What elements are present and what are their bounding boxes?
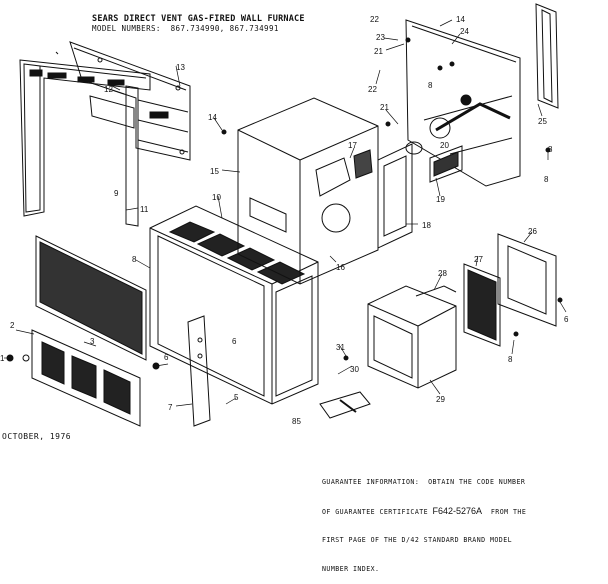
callout-5: 5	[234, 393, 239, 402]
part-18-flue-panel	[377, 143, 413, 249]
guarantee-line-1: GUARANTEE INFORMATION: OBTAIN THE CODE N…	[322, 478, 526, 486]
guarantee-line-2: OF GUARANTEE CERTIFICATE F642-5276A FROM…	[322, 505, 527, 518]
publication-date: OCTOBER, 1976	[2, 432, 72, 441]
callout-7: 7	[168, 403, 173, 412]
part-13-back-plate	[69, 41, 191, 161]
callout-22a: 22	[370, 15, 379, 24]
hardware-screws	[6, 37, 563, 370]
callout-17: 17	[348, 141, 357, 150]
guarantee-information: GUARANTEE INFORMATION: OBTAIN THE CODE N…	[322, 459, 526, 584]
callout-14b: 14	[456, 15, 465, 24]
guarantee-line-2-pre: OF GUARANTEE CERTIFICATE	[322, 507, 433, 516]
part-9-front-grille	[35, 235, 147, 361]
callout-3: 3	[90, 337, 95, 346]
callout-11: 11	[140, 205, 149, 214]
guarantee-line-4: NUMBER INDEX.	[322, 564, 380, 573]
part-24-back-panel	[405, 19, 521, 187]
part-27-filter	[463, 263, 501, 347]
part-25-bracket	[535, 3, 559, 109]
diagram-title: SEARS DIRECT VENT GAS-FIRED WALL FURNACE	[92, 14, 305, 24]
callout-24: 24	[460, 27, 469, 36]
guarantee-code: F642-5276A	[432, 505, 483, 516]
callout-31: 31	[336, 343, 345, 352]
exploded-parts-diagram: 1 2 3 8 6 7 10 11 12 13 14 15 16 17 18 1…	[0, 3, 569, 427]
part-10-cabinet	[149, 205, 319, 405]
callout-15: 15	[210, 167, 219, 176]
part-29-blower-box	[367, 285, 457, 389]
part-26-frame	[497, 233, 557, 327]
part-19-gasket	[405, 141, 463, 183]
callout-6b: 6	[564, 315, 569, 324]
part-7-side-strip	[187, 315, 211, 427]
callout-21b: 21	[374, 47, 383, 56]
callout-21a: 21	[380, 103, 389, 112]
model-numbers: MODEL NUMBERS: 867.734990, 867.734991	[92, 24, 279, 33]
callout-8e: 8	[548, 145, 553, 154]
callout-27: 27	[474, 255, 483, 264]
callout-20: 20	[440, 141, 449, 150]
guarantee-line-2-post: FROM THE	[482, 507, 527, 516]
part-15-heat-exchanger	[237, 97, 379, 285]
callout-6: 6	[164, 353, 169, 362]
callout-29: 29	[436, 395, 445, 404]
callout-8c: 8	[544, 175, 549, 184]
part-30-bracket	[319, 391, 371, 419]
callout-8b: 8	[428, 81, 433, 90]
callout-22b: 22	[368, 85, 377, 94]
callout-19: 19	[436, 195, 445, 204]
callout-14a: 14	[208, 113, 217, 122]
callout-13: 13	[176, 63, 185, 72]
callout-2: 2	[10, 321, 15, 330]
part-2-lower-grille	[31, 329, 141, 427]
callout-8d: 8	[508, 355, 513, 364]
callout-10: 10	[212, 193, 221, 202]
guarantee-line-3: FIRST PAGE OF THE D/42 STANDARD BRAND MO…	[322, 536, 513, 544]
callout-85: 85	[292, 417, 301, 426]
callout-6c: 6	[232, 337, 237, 346]
part-11-outer-frame	[19, 51, 151, 227]
callout-numbers: 1 2 3 8 6 7 10 11 12 13 14 15 16 17 18 1…	[0, 15, 569, 426]
callout-9: 9	[114, 189, 119, 198]
callout-1: 1	[0, 354, 5, 363]
callout-16: 16	[336, 263, 345, 272]
callout-8: 8	[132, 255, 137, 264]
callout-30: 30	[350, 365, 359, 374]
callout-23: 23	[376, 33, 385, 42]
callout-18: 18	[422, 221, 431, 230]
callout-28: 28	[438, 269, 447, 278]
callout-12: 12	[104, 85, 113, 94]
callout-25: 25	[538, 117, 547, 126]
callout-26: 26	[528, 227, 537, 236]
callout-leaders	[4, 19, 567, 407]
